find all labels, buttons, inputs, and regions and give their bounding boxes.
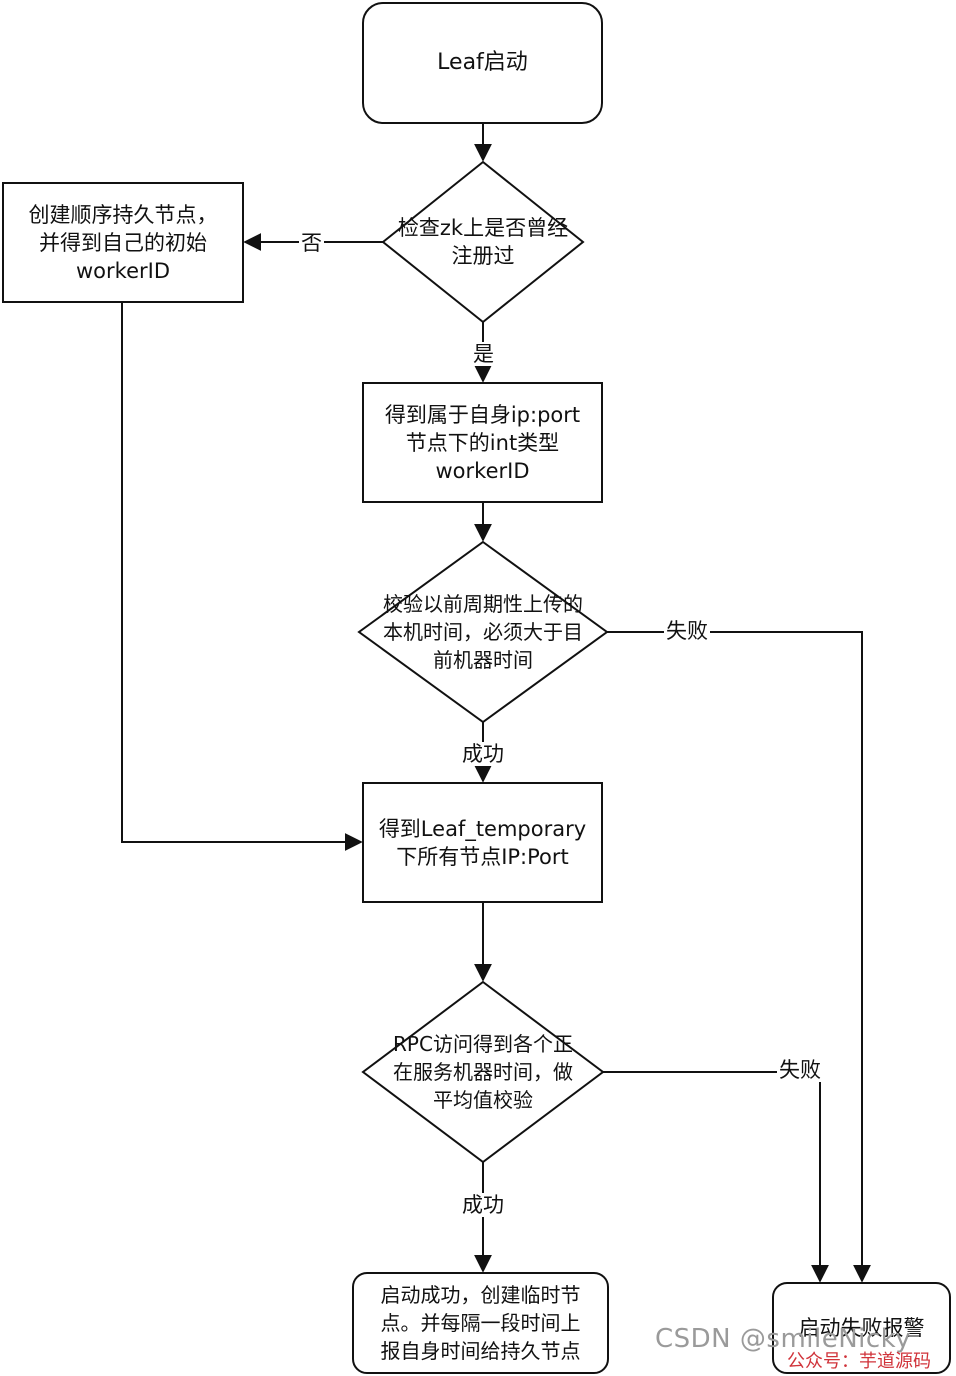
get-temp-nodes-text-line2: 下所有节点IP:Port xyxy=(396,844,569,869)
start-success-text-line3: 报自身时间给持久节点 xyxy=(380,1339,581,1363)
start-success-text-line1: 启动成功，创建临时节 xyxy=(380,1283,581,1307)
check-zk-text-line1: 检查zk上是否曾经 xyxy=(397,216,569,240)
create-persistent-text-line3: workerID xyxy=(76,258,170,283)
check-zk-text-line2: 注册过 xyxy=(451,244,515,268)
create-persistent-node: 创建顺序持久节点， 并得到自己的初始 workerID xyxy=(3,183,243,302)
edge-label-success-2: 成功 xyxy=(460,1193,506,1217)
create-persistent-text-line1: 创建顺序持久节点， xyxy=(28,202,218,227)
csdn-watermark: CSDN @smileNicky xyxy=(655,1324,912,1354)
edge-label-fail-2: 失败 xyxy=(777,1058,823,1082)
validate-time-text-line2: 本机时间，必须大于目 xyxy=(383,620,583,644)
get-temp-nodes-text-line1: 得到Leaf_temporary xyxy=(378,816,587,841)
edge-create-to-temp xyxy=(121,302,363,851)
get-worker-id-text-line1: 得到属于自身ip:port xyxy=(384,402,581,427)
rpc-check-text-line1: RPC访问得到各个正 xyxy=(393,1032,573,1056)
wechat-watermark: 公众号：芋道源码 xyxy=(787,1351,931,1372)
rpc-check-node: RPC访问得到各个正 在服务机器时间，做 平均值校验 xyxy=(363,1028,603,1116)
start-success-shape xyxy=(352,1272,609,1374)
start-success-text-line2: 点。并每隔一段时间上 xyxy=(380,1311,581,1335)
get-worker-id-text-line2: 节点下的int类型 xyxy=(405,430,560,455)
edge-label-no: 否 xyxy=(299,231,324,255)
validate-time-text-line1: 校验以前周期性上传的 xyxy=(383,592,583,616)
validate-time-node: 校验以前周期性上传的 本机时间，必须大于目 前机器时间 xyxy=(359,588,607,676)
get-temp-nodes-node: 得到Leaf_temporary 下所有节点IP:Port xyxy=(363,783,602,902)
rpc-check-text-line2: 在服务机器时间，做 xyxy=(393,1060,573,1084)
create-persistent-text-line2: 并得到自己的初始 xyxy=(39,230,207,255)
rpc-check-text-line3: 平均值校验 xyxy=(433,1088,533,1112)
start-fail-node: 启动失败报警 xyxy=(773,1283,950,1373)
edge-label-success-1: 成功 xyxy=(460,742,506,766)
validate-time-text-line3: 前机器时间 xyxy=(433,648,533,672)
start-node-text: Leaf启动 xyxy=(437,50,528,75)
get-worker-id-text-line3: workerID xyxy=(435,458,530,483)
check-zk-node: 检查zk上是否曾经 注册过 xyxy=(383,202,583,282)
get-worker-id-node: 得到属于自身ip:port 节点下的int类型 workerID xyxy=(363,383,602,502)
start-fail-text: 启动失败报警 xyxy=(798,1316,925,1340)
start-success-node: 启动成功，创建临时节 点。并每隔一段时间上 报自身时间给持久节点 xyxy=(353,1273,608,1373)
start-fail-shape xyxy=(772,1282,951,1374)
edge-label-yes: 是 xyxy=(471,342,496,366)
edge-label-fail-1: 失败 xyxy=(664,619,710,643)
edge-rpc-fail xyxy=(603,1071,829,1283)
edge-validate-fail xyxy=(607,631,871,1283)
start-node: Leaf启动 xyxy=(363,3,602,123)
